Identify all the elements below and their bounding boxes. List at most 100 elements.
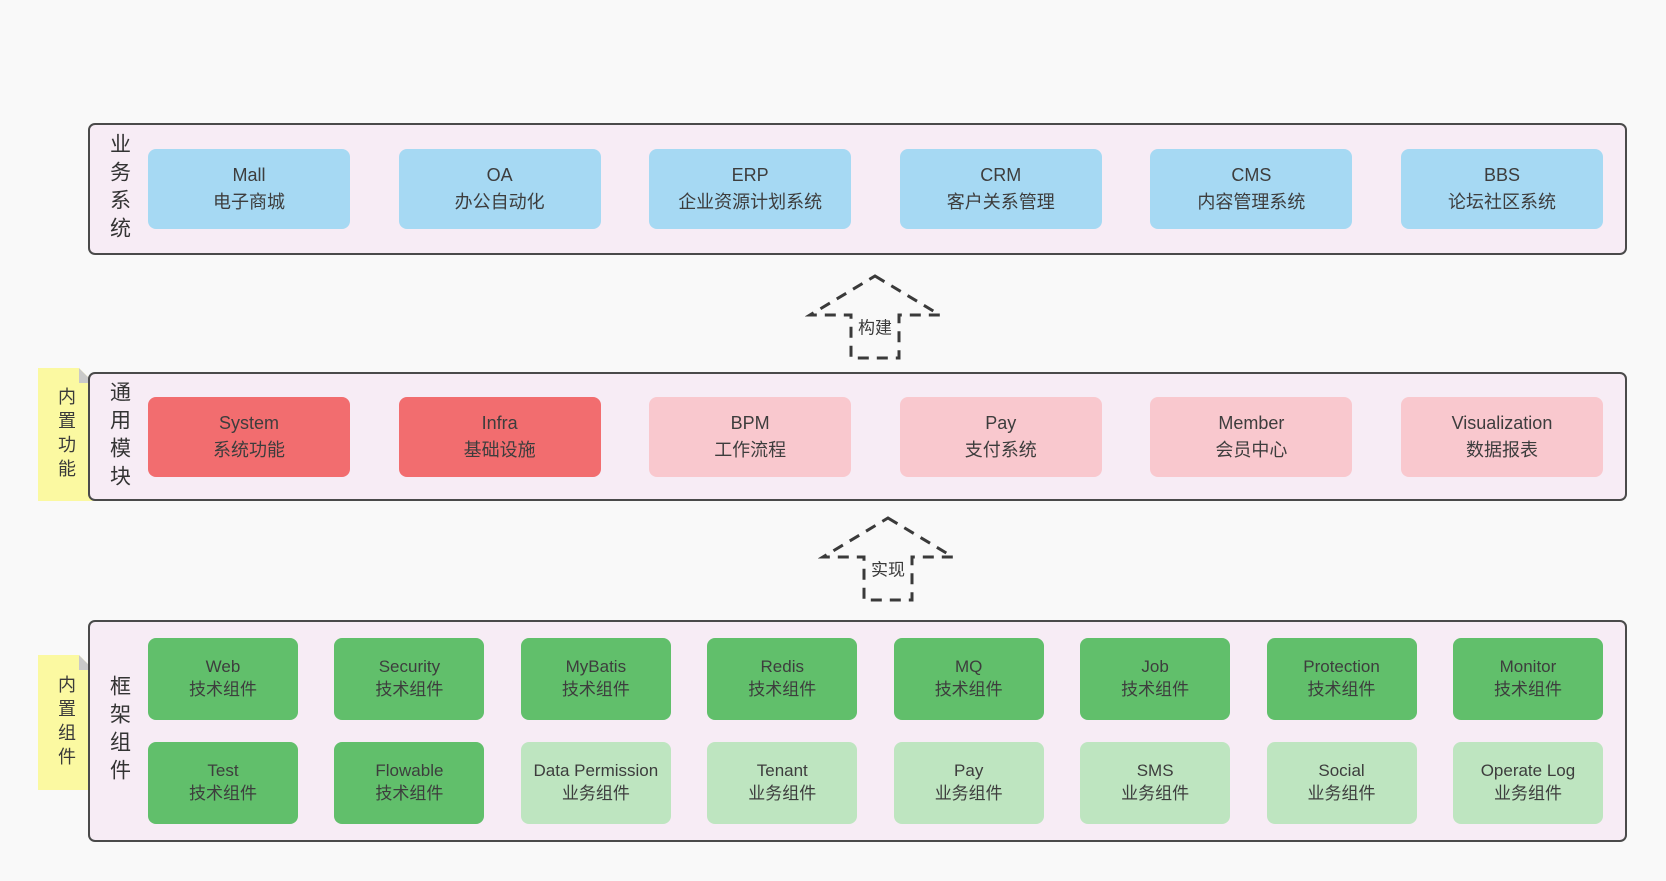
box-test: Test 技术组件 <box>148 742 298 824</box>
box-pay-module: Pay 支付系统 <box>899 396 1102 477</box>
box-subtitle: 系统功能 <box>213 439 285 460</box>
box-title: MyBatis <box>565 657 627 677</box>
box-subtitle: 业务组件 <box>1307 784 1376 803</box>
box-pay-component: Pay 业务组件 <box>893 742 1044 824</box>
box-subtitle: 技术组件 <box>375 784 444 803</box>
box-redis: Redis 技术组件 <box>707 638 858 720</box>
box-subtitle: 工作流程 <box>714 439 787 460</box>
box-title: CMS <box>1231 165 1272 185</box>
box-title: Social <box>1318 761 1365 781</box>
sticky-note-built-in-features: 内置功能 <box>38 368 94 501</box>
box-subtitle: 数据报表 <box>1465 439 1538 460</box>
box-subtitle: 电子商城 <box>213 192 285 212</box>
box-mybatis: MyBatis 技术组件 <box>520 638 671 720</box>
box-title: System <box>218 412 279 433</box>
box-title: Infra <box>481 412 518 433</box>
box-subtitle: 技术组件 <box>561 680 630 699</box>
box-title: Pay <box>985 412 1017 433</box>
box-subtitle: 内容管理系统 <box>1197 192 1306 212</box>
arrow-build: 构建 <box>805 273 945 361</box>
box-subtitle: 技术组件 <box>1307 680 1376 699</box>
box-subtitle: 论坛社区系统 <box>1447 192 1556 212</box>
box-title: OA <box>486 165 513 185</box>
box-subtitle: 技术组件 <box>189 680 257 699</box>
dashed-up-arrow-icon <box>818 516 958 602</box>
dashed-up-arrow-icon <box>805 274 945 360</box>
box-visualization: Visualization 数据报表 <box>1400 396 1603 477</box>
box-flowable: Flowable 技术组件 <box>334 742 485 824</box>
box-subtitle: 业务组件 <box>1121 784 1190 803</box>
sticky-note-label: 内置组件 <box>56 674 76 771</box>
box-subtitle: 基础设施 <box>463 439 536 460</box>
common-modules-row: System 系统功能 Infra 基础设施 BPM 工作流程 Pay 支付系统… <box>148 396 1603 477</box>
box-title: Security <box>378 657 441 677</box>
box-data-permission: Data Permission 业务组件 <box>520 742 671 824</box>
arrow-implement: 实现 <box>818 515 958 603</box>
box-crm: CRM 客户关系管理 <box>899 149 1102 229</box>
box-title: Mall <box>232 165 266 185</box>
box-cms: CMS 内容管理系统 <box>1150 149 1353 229</box>
box-bbs: BBS 论坛社区系统 <box>1400 149 1603 229</box>
box-subtitle: 技术组件 <box>1121 680 1190 699</box>
box-subtitle: 客户关系管理 <box>946 192 1055 212</box>
arrow-label: 实现 <box>868 554 908 582</box>
sticky-note-label: 内置功能 <box>56 386 76 483</box>
box-title: Pay <box>954 761 984 781</box>
box-member: Member 会员中心 <box>1150 396 1353 477</box>
box-title: Web <box>205 657 241 677</box>
box-job: Job 技术组件 <box>1080 638 1231 720</box>
box-subtitle: 支付系统 <box>964 439 1037 460</box>
box-erp: ERP 企业资源计划系统 <box>649 149 852 229</box>
box-title: Monitor <box>1499 657 1557 677</box>
box-operate-log: Operate Log 业务组件 <box>1452 742 1603 824</box>
box-infra: Infra 基础设施 <box>398 396 601 477</box>
framework-components-row-2: Test 技术组件 Flowable 技术组件 Data Permission … <box>148 742 1603 824</box>
box-mq: MQ 技术组件 <box>893 638 1044 720</box>
band-label-framework-components: 框架组件 <box>107 675 131 787</box>
box-title: Job <box>1141 657 1169 677</box>
box-title: MQ <box>954 657 983 677</box>
box-security: Security 技术组件 <box>334 638 485 720</box>
box-subtitle: 技术组件 <box>189 784 257 803</box>
box-title: Operate Log <box>1480 761 1576 781</box>
box-subtitle: 业务组件 <box>1493 784 1562 803</box>
box-title: Visualization <box>1451 412 1553 433</box>
sticky-note-built-in-components: 内置组件 <box>38 655 94 790</box>
box-subtitle: 业务组件 <box>748 784 817 803</box>
box-monitor: Monitor 技术组件 <box>1452 638 1603 720</box>
box-mall: Mall 电子商城 <box>148 149 350 229</box>
box-title: ERP <box>731 165 769 185</box>
business-systems-row: Mall 电子商城 OA 办公自动化 ERP 企业资源计划系统 CRM 客户关系… <box>148 149 1603 229</box>
box-subtitle: 技术组件 <box>934 680 1003 699</box>
box-title: Redis <box>760 657 804 677</box>
box-title: Protection <box>1303 657 1380 677</box>
box-sms: SMS 业务组件 <box>1080 742 1231 824</box>
band-business-systems: 业务系统 Mall 电子商城 OA 办公自动化 ERP 企业资源计划系统 CRM… <box>88 123 1627 255</box>
box-subtitle: 业务组件 <box>561 784 630 803</box>
box-subtitle: 办公自动化 <box>454 192 545 212</box>
box-title: BBS <box>1483 165 1520 185</box>
box-subtitle: 技术组件 <box>748 680 817 699</box>
band-framework-components: 框架组件 Web 技术组件 Security 技术组件 MyBatis 技术组件… <box>88 620 1627 842</box>
box-subtitle: 业务组件 <box>934 784 1003 803</box>
box-title: Data Permission <box>533 761 659 781</box>
box-web: Web 技术组件 <box>148 638 298 720</box>
box-tenant: Tenant 业务组件 <box>707 742 858 824</box>
box-title: Test <box>207 761 239 781</box>
box-title: BPM <box>730 412 770 433</box>
box-protection: Protection 技术组件 <box>1266 638 1417 720</box>
band-common-modules: 通用模块 System 系统功能 Infra 基础设施 BPM 工作流程 Pay… <box>88 372 1627 501</box>
box-subtitle: 会员中心 <box>1215 439 1288 460</box>
box-title: Tenant <box>756 761 808 781</box>
box-title: Flowable <box>375 761 444 781</box>
box-subtitle: 企业资源计划系统 <box>678 192 823 212</box>
box-subtitle: 技术组件 <box>375 680 444 699</box>
band-label-common-modules: 通用模块 <box>107 380 131 493</box>
box-subtitle: 技术组件 <box>1493 680 1562 699</box>
box-social: Social 业务组件 <box>1266 742 1417 824</box>
box-title: CRM <box>980 165 1022 185</box>
box-system: System 系统功能 <box>148 396 350 477</box>
box-title: Member <box>1218 412 1285 433</box>
box-bpm: BPM 工作流程 <box>649 396 852 477</box>
